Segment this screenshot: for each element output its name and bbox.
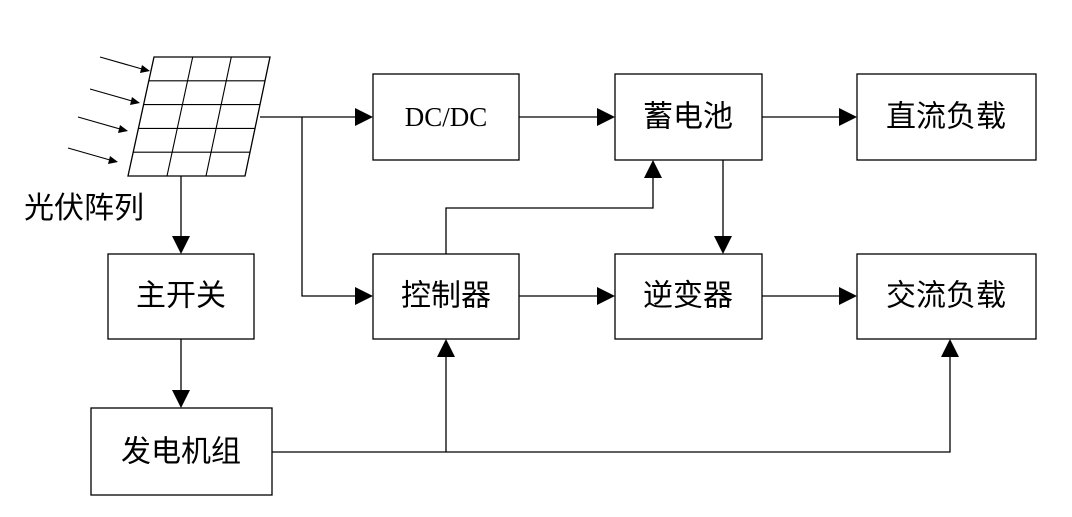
dcdc-label: DC/DC: [405, 102, 488, 132]
arrow-up-to-controller: [437, 339, 455, 357]
dc-load-label: 直流负载: [886, 100, 1006, 135]
generator-block: 发电机组: [90, 407, 273, 496]
arrow-to-switch: [172, 236, 190, 254]
battery-block: 蓄电池: [614, 73, 763, 161]
pv-array-label: 光伏阵列: [24, 191, 144, 226]
arrow-to-acload: [839, 287, 857, 305]
arrow-to-dcload: [839, 108, 857, 126]
wire-pv-to-controller: [301, 117, 355, 297]
arrow-up-to-battery: [644, 160, 662, 178]
connection-wires: [172, 108, 959, 453]
arrow-to-inverter-top: [714, 236, 732, 254]
dc-load-block: 直流负载: [856, 73, 1037, 161]
controller-label: 控制器: [401, 279, 491, 314]
arrow-to-generator: [172, 390, 190, 408]
main-switch-label: 主开关: [136, 279, 226, 314]
main-switch-block: 主开关: [107, 253, 255, 340]
generator-label: 发电机组: [121, 435, 241, 470]
arrow-to-battery: [597, 108, 615, 126]
inverter-block: 逆变器: [614, 253, 763, 340]
arrow-to-inverter: [597, 287, 615, 305]
sunlight-rays-icon: [67, 56, 150, 164]
wire-generator-bus: [272, 357, 951, 453]
arrow-up-to-acload: [941, 339, 959, 357]
battery-label: 蓄电池: [643, 100, 733, 135]
controller-block: 控制器: [372, 253, 520, 340]
arrow-to-controller: [355, 287, 373, 305]
arrow-to-dcdc: [355, 108, 373, 126]
wire-controller-to-battery: [445, 178, 654, 254]
ac-load-block: 交流负载: [856, 253, 1037, 340]
ac-load-label: 交流负载: [886, 279, 1006, 314]
inverter-label: 逆变器: [643, 279, 733, 314]
dcdc-converter-block: DC/DC: [372, 73, 520, 161]
solar-panel-icon: [127, 56, 271, 177]
